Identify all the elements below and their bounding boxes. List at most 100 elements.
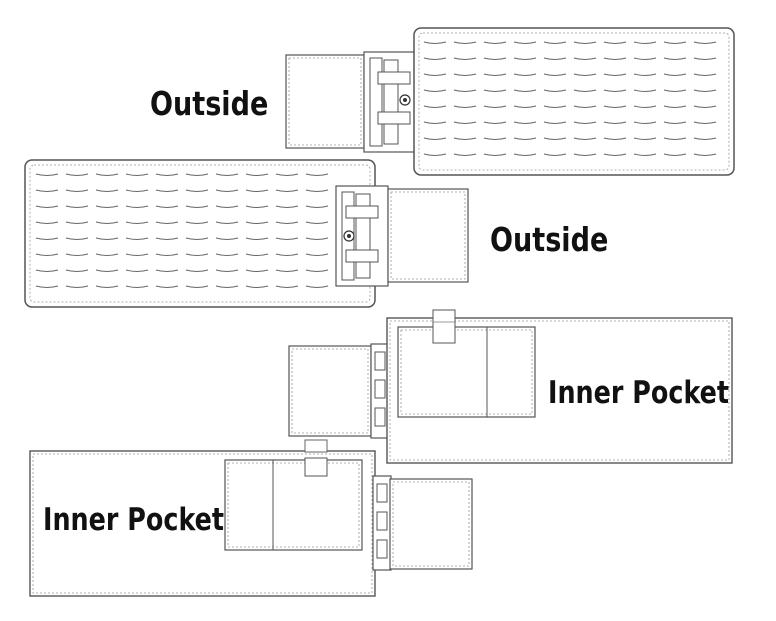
card-slot-stitch bbox=[215, 205, 239, 208]
card-slot-stitch bbox=[483, 137, 507, 140]
card-slot-stitch bbox=[185, 173, 209, 176]
card-slot-stitch bbox=[275, 269, 299, 272]
card-slot-stitch bbox=[423, 73, 447, 76]
inner-pocket-label: Inner Pocket bbox=[548, 375, 730, 411]
card-slot-stitch bbox=[573, 137, 597, 140]
card-slot-stitch bbox=[245, 253, 269, 256]
card-slot-stitch bbox=[95, 285, 119, 288]
card-slot-stitch bbox=[215, 253, 239, 256]
card-slot-stitch bbox=[185, 285, 209, 288]
card-slot-stitch bbox=[185, 221, 209, 224]
card-slot-stitch bbox=[693, 73, 717, 76]
hinge bbox=[372, 475, 392, 571]
card-slot-stitch bbox=[305, 269, 329, 272]
card-slot-stitch bbox=[215, 189, 239, 192]
card-slot-stitch bbox=[215, 173, 239, 176]
card-slot-stitch bbox=[215, 269, 239, 272]
card-slot-stitch bbox=[633, 121, 657, 124]
card-slot-stitch bbox=[275, 205, 299, 208]
card-slot-stitch bbox=[275, 221, 299, 224]
card-slot-stitch bbox=[633, 89, 657, 92]
card-slot-stitch bbox=[543, 105, 567, 108]
card-slot-stitch bbox=[483, 89, 507, 92]
card-slot-stitch bbox=[305, 237, 329, 240]
card-slot-stitch bbox=[543, 121, 567, 124]
card-slot-stitch bbox=[245, 189, 269, 192]
card-slot-stitch bbox=[453, 105, 477, 108]
card-slot-stitch bbox=[483, 57, 507, 60]
card-slot-stitch bbox=[35, 285, 59, 288]
card-slot-stitch bbox=[513, 105, 537, 108]
card-slot-stitch bbox=[305, 221, 329, 224]
card-slot-stitch bbox=[513, 89, 537, 92]
card-slot-stitch bbox=[633, 57, 657, 60]
card-slot-stitch bbox=[185, 253, 209, 256]
card-slot-stitch bbox=[65, 221, 89, 224]
pull-tab bbox=[304, 457, 328, 477]
card-slot-stitch bbox=[35, 189, 59, 192]
outside-label: Outside bbox=[150, 84, 269, 123]
card-slot-stitch bbox=[543, 41, 567, 44]
card-slot-stitch bbox=[155, 173, 179, 176]
card-slot-stitch bbox=[275, 173, 299, 176]
card-slot-stitch bbox=[633, 153, 657, 156]
card-slot-stitch bbox=[483, 73, 507, 76]
card-slot-stitch bbox=[185, 269, 209, 272]
card-slot-stitch bbox=[453, 137, 477, 140]
card-slot-stitch bbox=[155, 253, 179, 256]
card-slot-stitch bbox=[423, 41, 447, 44]
card-slot-stitch bbox=[693, 41, 717, 44]
card-slot-stitch bbox=[155, 221, 179, 224]
card-slot-stitch bbox=[663, 57, 687, 60]
card-slot-stitch bbox=[305, 285, 329, 288]
card-slot-stitch bbox=[453, 89, 477, 92]
hinge-clasp bbox=[335, 185, 389, 287]
card-slot-stitch bbox=[573, 89, 597, 92]
card-slot-stitch bbox=[483, 121, 507, 124]
card-slot-stitch bbox=[35, 253, 59, 256]
side-flap bbox=[389, 478, 473, 570]
card-slot-stitch bbox=[155, 237, 179, 240]
card-slot-stitch bbox=[423, 105, 447, 108]
outside-panel-middle bbox=[24, 159, 469, 308]
hinge-clasp bbox=[363, 51, 417, 153]
card-slot-stitch bbox=[155, 205, 179, 208]
card-slot-stitch bbox=[423, 89, 447, 92]
card-slot-stitch bbox=[633, 105, 657, 108]
card-slot-stitch bbox=[573, 57, 597, 60]
card-slot-stitch bbox=[125, 173, 149, 176]
card-slot-stitch bbox=[483, 153, 507, 156]
card-slot-stitch bbox=[305, 205, 329, 208]
card-slot-stitch bbox=[245, 237, 269, 240]
pull-tab-top bbox=[304, 439, 328, 453]
card-slot-stitch bbox=[35, 237, 59, 240]
card-slot-stitch bbox=[125, 237, 149, 240]
card-slot-stitch bbox=[245, 269, 269, 272]
card-slot-stitch bbox=[95, 189, 119, 192]
card-slot-stitch bbox=[453, 153, 477, 156]
card-slot-stitch bbox=[155, 269, 179, 272]
card-slot-stitch bbox=[155, 189, 179, 192]
card-slot-stitch bbox=[573, 153, 597, 156]
card-slot-stitch bbox=[573, 41, 597, 44]
card-slot-stitch bbox=[513, 73, 537, 76]
pull-tab bbox=[432, 309, 456, 344]
card-slot-stitch bbox=[215, 285, 239, 288]
card-slot-stitch bbox=[573, 105, 597, 108]
card-slot-stitch bbox=[95, 221, 119, 224]
card-slot-stitch bbox=[693, 121, 717, 124]
outside-label: Outside bbox=[490, 220, 609, 259]
cover-flap bbox=[387, 188, 469, 283]
card-slot-stitch bbox=[95, 173, 119, 176]
card-slot-stitch bbox=[603, 137, 627, 140]
card-slot-stitch bbox=[513, 41, 537, 44]
card-slot-stitch bbox=[275, 253, 299, 256]
card-slot-stitch bbox=[275, 285, 299, 288]
card-slot-stitch bbox=[663, 41, 687, 44]
card-slot-stitch bbox=[603, 105, 627, 108]
card-slot-stitch bbox=[603, 89, 627, 92]
card-slot-stitch bbox=[215, 237, 239, 240]
card-slot-stitch bbox=[453, 73, 477, 76]
card-slot-stitch bbox=[693, 137, 717, 140]
